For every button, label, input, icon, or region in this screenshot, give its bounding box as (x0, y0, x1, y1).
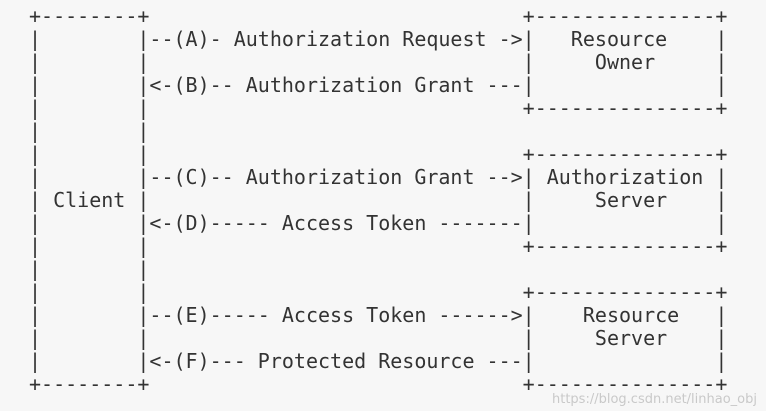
flow-f-protected-resource: | |<-(F)--- Protected Resource ---| | (29, 349, 728, 373)
client-box-top-border: +--------+ +---------------+ (29, 4, 728, 28)
flow-e-access-token: | |--(E)----- Access Token ------>| Reso… (29, 303, 728, 327)
resource-server-box-top-border: | | +---------------+ (29, 280, 728, 304)
flow-b-authorization-grant: | |<-(B)-- Authorization Grant ---| | (29, 73, 728, 97)
authorization-server-box-top-border: | | +---------------+ (29, 142, 728, 166)
oauth-flow-ascii-diagram: +--------+ +---------------+ | |--(A)- A… (29, 5, 727, 396)
resource-server-label: | | | Server | (29, 326, 728, 350)
flow-d-access-token: | |<-(D)----- Access Token -------| | (29, 211, 728, 235)
resource-owner-box-bottom-border: | | +---------------+ (29, 96, 728, 120)
flow-a-authorization-request: | |--(A)- Authorization Request ->| Reso… (29, 27, 728, 51)
client-box-side-line: | | (29, 119, 150, 143)
client-box-side-line: | | (29, 257, 150, 281)
resource-owner-label: | | | Owner | (29, 50, 728, 74)
client-box-bottom-border: +--------+ +---------------+ (29, 372, 728, 396)
client-and-authorization-server-labels: | Client | | Server | (29, 188, 728, 212)
csdn-watermark: https://blog.csdn.net/linhao_obj (552, 392, 757, 407)
flow-c-authorization-grant: | |--(C)-- Authorization Grant -->| Auth… (29, 165, 728, 189)
authorization-server-box-bottom-border: | | +---------------+ (29, 234, 728, 258)
